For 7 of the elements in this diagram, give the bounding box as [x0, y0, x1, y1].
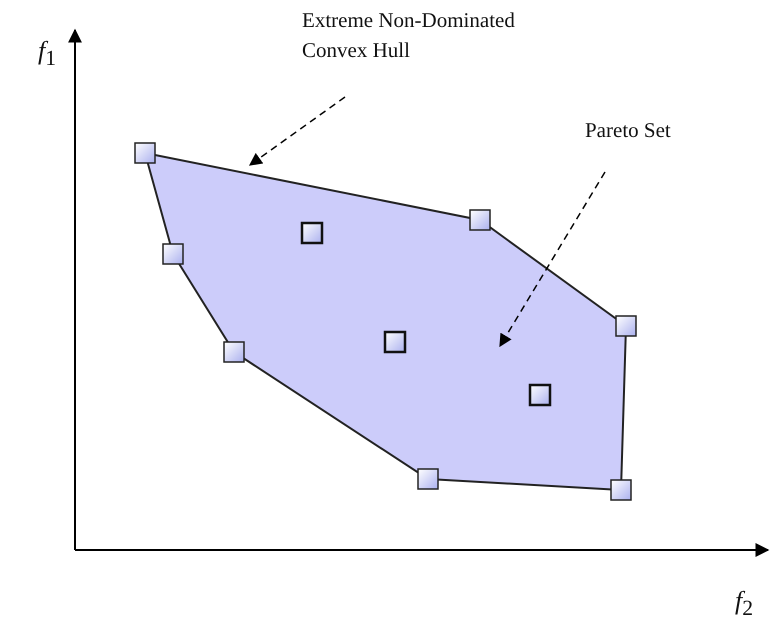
axis-label: f$_{1}$ [38, 36, 56, 72]
callout-label: Extreme Non-Dominated Convex Hull [302, 5, 542, 65]
leader-arrow [248, 96, 346, 166]
callout-label: Pareto Set [585, 115, 715, 145]
leader-arrow [499, 172, 606, 348]
axis-label: f$_{2}$ [735, 586, 754, 622]
convex-hull-polygon [144, 152, 627, 491]
